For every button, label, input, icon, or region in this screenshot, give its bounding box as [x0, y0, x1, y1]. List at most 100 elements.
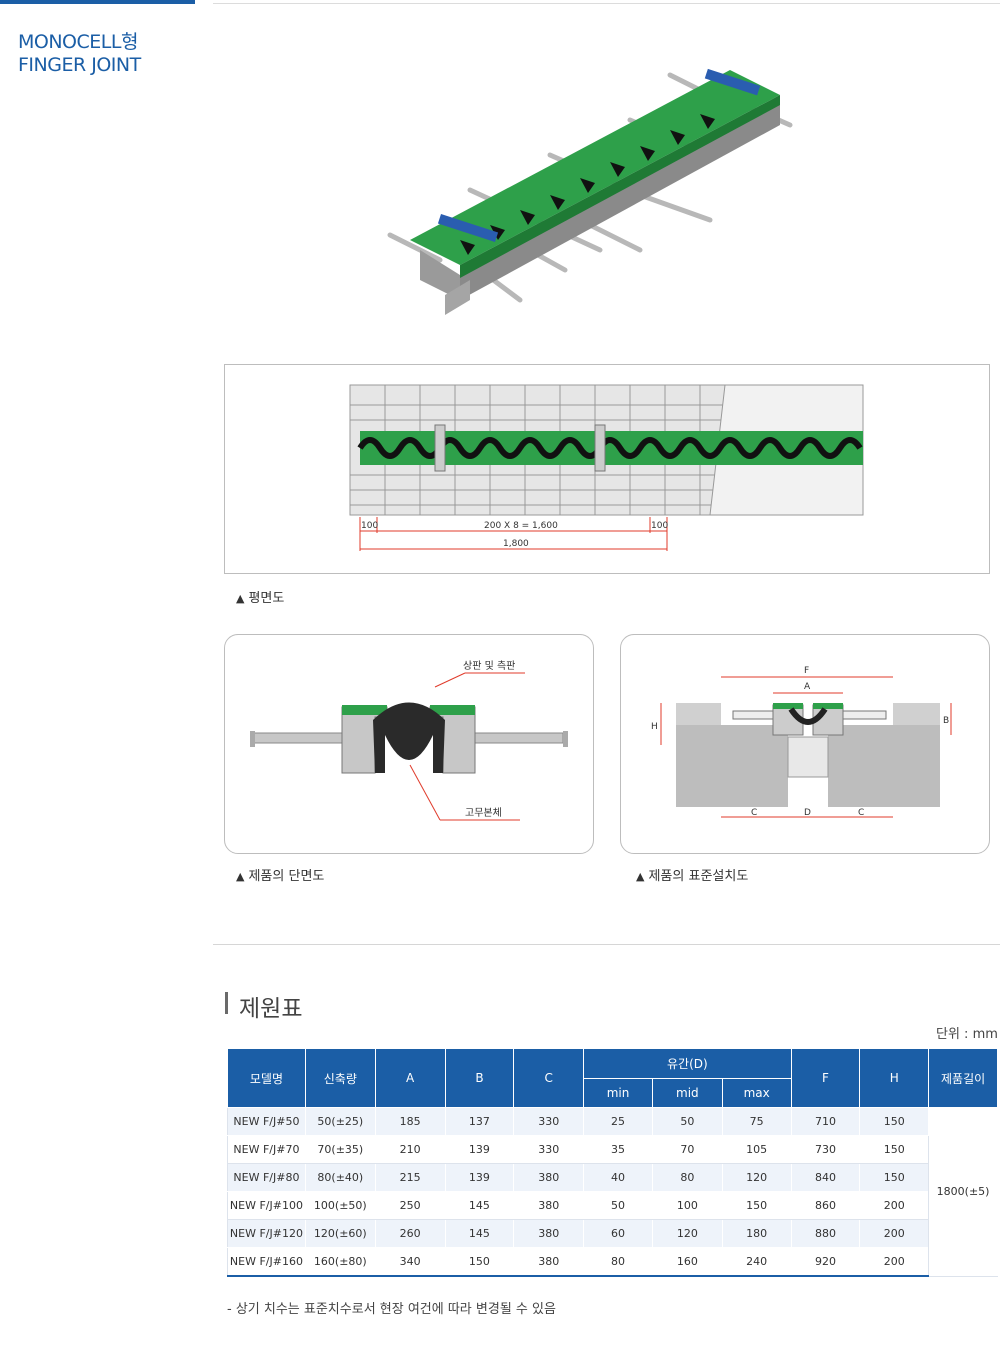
plan-dim-left: 100 [361, 521, 378, 531]
triangle-icon: ▲ [236, 592, 245, 605]
header-model: 모델명 [227, 1048, 306, 1108]
table-cell: 380 [513, 1219, 585, 1248]
plan-dim-total: 1,800 [503, 539, 529, 549]
sidebar-accent-bar [0, 0, 195, 4]
plan-dim-middle: 200 X 8 = 1,600 [484, 521, 558, 531]
table-cell: 215 [374, 1163, 446, 1192]
install-label-F: F [804, 666, 809, 676]
spec-title: 제원표 [239, 996, 303, 1022]
length-cell: 1800(±5) [928, 1107, 998, 1277]
section-caption-text: 제품의 단면도 [248, 869, 325, 884]
table-cell: NEW F/J#160 [227, 1247, 306, 1277]
header-A: A [374, 1048, 446, 1108]
table-cell: 120 [721, 1163, 792, 1192]
table-cell: 210 [374, 1135, 446, 1164]
table-cell: NEW F/J#80 [227, 1163, 306, 1192]
table-cell: 185 [374, 1107, 446, 1136]
table-cell: 40 [583, 1163, 653, 1192]
product-title: MONOCELL형 FINGER JOINT [18, 31, 141, 77]
header-mid: mid [651, 1077, 723, 1108]
table-cell: 260 [374, 1219, 446, 1248]
table-cell: NEW F/J#100 [227, 1191, 306, 1220]
plan-caption-text: 평면도 [248, 591, 285, 606]
table-cell: 180 [721, 1219, 792, 1248]
table-cell: 105 [721, 1135, 792, 1164]
table-cell: 840 [790, 1163, 861, 1192]
table-cell: 200 [859, 1219, 930, 1248]
header-gap: 유간(D) [583, 1048, 792, 1079]
table-cell: 880 [790, 1219, 861, 1248]
table-cell: 100(±50) [304, 1191, 376, 1220]
spec-table: 모델명 신축량 A B C 유간(D) F H 제품길이 min mid max… [227, 1048, 998, 1277]
table-cell: 250 [374, 1191, 446, 1220]
product-title-line2: FINGER JOINT [18, 54, 141, 76]
section-label-bottom: 고무본체 [465, 807, 502, 819]
spec-unit: 단위 : mm [936, 1027, 998, 1042]
top-divider [213, 3, 1000, 4]
install-view-drawing: F A H B C D C [651, 666, 952, 818]
table-cell: 160(±80) [304, 1247, 376, 1277]
plan-caption: ▲평면도 [236, 587, 284, 606]
section-view-box: 상판 및 측판 고무본체 [224, 634, 594, 854]
table-cell: 70 [651, 1135, 723, 1164]
table-cell: 920 [790, 1247, 861, 1277]
header-H: H [859, 1048, 930, 1108]
section-title-bar [225, 992, 228, 1014]
install-label-C1: C [751, 808, 757, 818]
table-cell: 150 [444, 1247, 515, 1277]
table-cell: 80 [651, 1163, 723, 1192]
table-cell: 160 [651, 1247, 723, 1277]
product-3d-image [387, 68, 793, 315]
table-cell: 35 [583, 1135, 653, 1164]
table-cell: 330 [513, 1107, 585, 1136]
table-cell: 150 [859, 1107, 930, 1136]
header-min: min [583, 1077, 653, 1108]
header-C: C [513, 1048, 585, 1108]
section-label-top: 상판 및 측판 [463, 660, 515, 672]
section-divider [213, 944, 1000, 945]
table-cell: 50 [583, 1191, 653, 1220]
table-cell: 380 [513, 1247, 585, 1277]
plan-view-drawing: 100 200 X 8 = 1,600 100 1,800 [349, 384, 864, 551]
product-title-line1: MONOCELL형 [18, 31, 138, 53]
table-cell: 139 [444, 1163, 515, 1192]
table-cell: 137 [444, 1107, 515, 1136]
header-F: F [790, 1048, 861, 1108]
table-cell: 150 [721, 1191, 792, 1220]
table-cell: 100 [651, 1191, 723, 1220]
install-label-A: A [804, 682, 811, 692]
table-cell: 50(±25) [304, 1107, 376, 1136]
table-cell: 145 [444, 1219, 515, 1248]
table-cell: 80(±40) [304, 1163, 376, 1192]
table-cell: 730 [790, 1135, 861, 1164]
triangle-icon: ▲ [236, 870, 245, 883]
install-label-B: B [943, 716, 949, 726]
table-cell: 75 [721, 1107, 792, 1136]
table-cell: NEW F/J#70 [227, 1135, 306, 1164]
table-cell: 330 [513, 1135, 585, 1164]
table-cell: NEW F/J#50 [227, 1107, 306, 1136]
section-view-drawing: 상판 및 측판 고무본체 [250, 660, 568, 821]
install-label-C2: C [858, 808, 864, 818]
install-caption: ▲제품의 표준설치도 [636, 865, 748, 884]
table-cell: 120 [651, 1219, 723, 1248]
table-cell: 70(±35) [304, 1135, 376, 1164]
header-B: B [444, 1048, 515, 1108]
table-cell: 150 [859, 1163, 930, 1192]
table-cell: 340 [374, 1247, 446, 1277]
plan-dim-right: 100 [651, 521, 668, 531]
install-label-H: H [651, 722, 658, 732]
table-cell: 60 [583, 1219, 653, 1248]
spec-note: - 상기 치수는 표준치수로서 현장 여건에 따라 변경될 수 있음 [227, 1302, 556, 1317]
install-label-D: D [804, 808, 811, 818]
plan-view-box: 100 200 X 8 = 1,600 100 1,800 [224, 364, 990, 574]
table-cell: 200 [859, 1247, 930, 1277]
table-cell: 200 [859, 1191, 930, 1220]
triangle-icon: ▲ [636, 870, 645, 883]
